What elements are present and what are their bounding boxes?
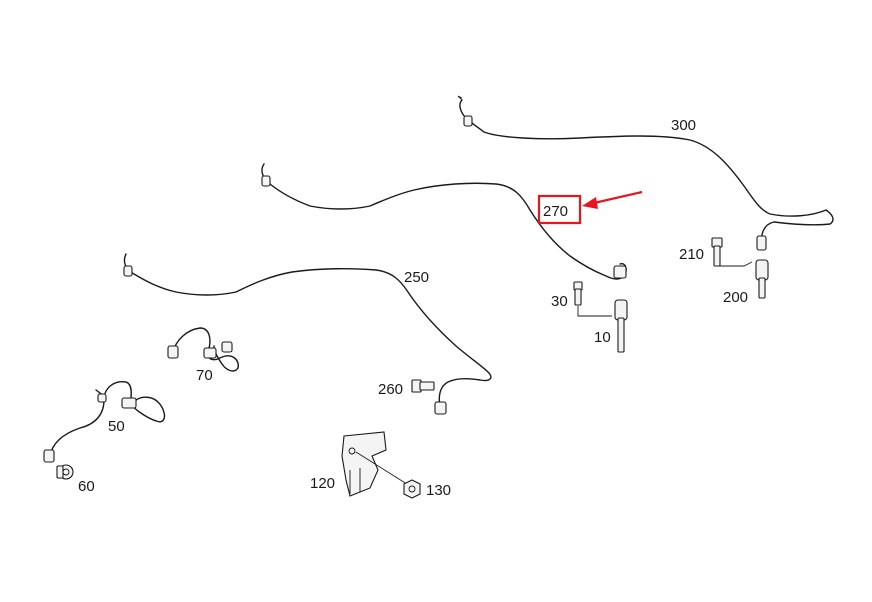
label-260: 260 — [378, 381, 403, 398]
part-130-nut-icon — [403, 479, 421, 499]
cable-270-clip-icon — [261, 175, 271, 187]
part-260-bolt[interactable] — [411, 379, 435, 393]
label-250: 250 — [404, 269, 429, 286]
highlight-arrow — [582, 190, 643, 209]
cable-300-end-icon — [756, 235, 767, 251]
part-50-sensor-icon — [43, 449, 55, 463]
part-200-sensor[interactable] — [755, 259, 769, 299]
label-130: 130 — [426, 482, 451, 499]
highlight-box-270 — [537, 194, 582, 225]
label-210: 210 — [679, 246, 704, 263]
label-60: 60 — [78, 478, 95, 495]
part-60-bolt[interactable] — [56, 464, 74, 480]
part-10-sensor[interactable] — [614, 299, 628, 353]
label-200: 200 — [723, 289, 748, 306]
label-300: 300 — [671, 117, 696, 134]
cable-250-end-icon — [434, 401, 447, 415]
part-210-bolt[interactable] — [711, 237, 753, 267]
label-30: 30 — [551, 293, 568, 310]
cable-300-clip-icon — [463, 115, 473, 127]
label-120: 120 — [310, 475, 335, 492]
cable-270-end-icon — [613, 265, 627, 279]
part-70-cable[interactable] — [167, 327, 239, 372]
cable-250[interactable] — [123, 253, 492, 415]
label-50: 50 — [108, 418, 125, 435]
part-50-cable[interactable] — [43, 381, 166, 463]
label-10: 10 — [594, 329, 611, 346]
part-50-plug-icon — [121, 397, 137, 409]
cable-270[interactable] — [261, 163, 627, 280]
cable-250-clip-icon — [123, 265, 133, 277]
label-70: 70 — [196, 367, 213, 384]
part-120-bracket[interactable] — [341, 431, 411, 497]
label-270: 270 — [543, 203, 568, 220]
part-70-sensor-left-icon — [167, 345, 179, 359]
cable-300[interactable] — [457, 95, 834, 251]
part-130-nut[interactable] — [403, 479, 421, 499]
part-50-clip-icon — [97, 393, 107, 403]
part-30-bolt[interactable] — [573, 281, 612, 317]
part-70-sensor-right-icon — [203, 347, 217, 359]
part-70-plug-icon — [221, 341, 233, 353]
part-200-sensor-icon — [755, 259, 769, 281]
part-10-sensor-icon — [614, 299, 628, 321]
part-120-bracket-icon — [341, 431, 387, 497]
